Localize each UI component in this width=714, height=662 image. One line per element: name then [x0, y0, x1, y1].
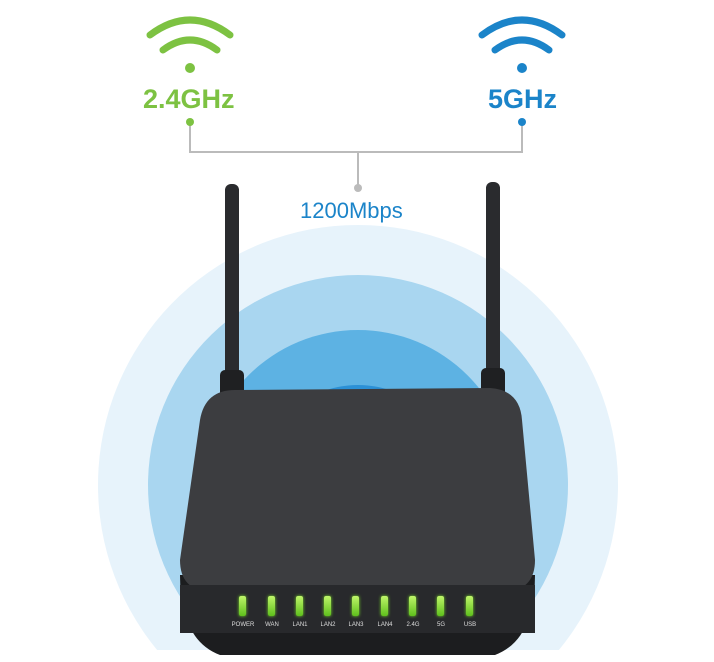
- led-label: LAN2: [320, 622, 336, 628]
- led-indicator: [296, 596, 303, 616]
- led-label: USB: [463, 622, 477, 628]
- led-label: POWER: [231, 622, 255, 628]
- wifi-icon-blue: [478, 16, 566, 73]
- led-indicator: [381, 596, 388, 616]
- led-indicator: [352, 596, 359, 616]
- led-indicator: [437, 596, 444, 616]
- led-label: LAN1: [292, 622, 308, 628]
- led-label: 2.4G: [406, 622, 420, 628]
- led-indicator: [409, 596, 416, 616]
- led-label: WAN: [265, 622, 279, 628]
- led-indicator: [324, 596, 331, 616]
- led-label: LAN3: [348, 622, 364, 628]
- led-label: 5G: [436, 622, 445, 628]
- speed-label: 1200Mbps: [300, 198, 403, 223]
- led-indicator: [268, 596, 275, 616]
- led-indicator: [239, 596, 246, 616]
- led-label: LAN4: [377, 622, 393, 628]
- wifi-icon-green: [146, 16, 234, 73]
- band-2-4ghz-label: 2.4GHz: [143, 84, 235, 114]
- led-indicator: [466, 596, 473, 616]
- band-5ghz-label: 5GHz: [488, 84, 558, 114]
- connector-lines: [189, 122, 523, 188]
